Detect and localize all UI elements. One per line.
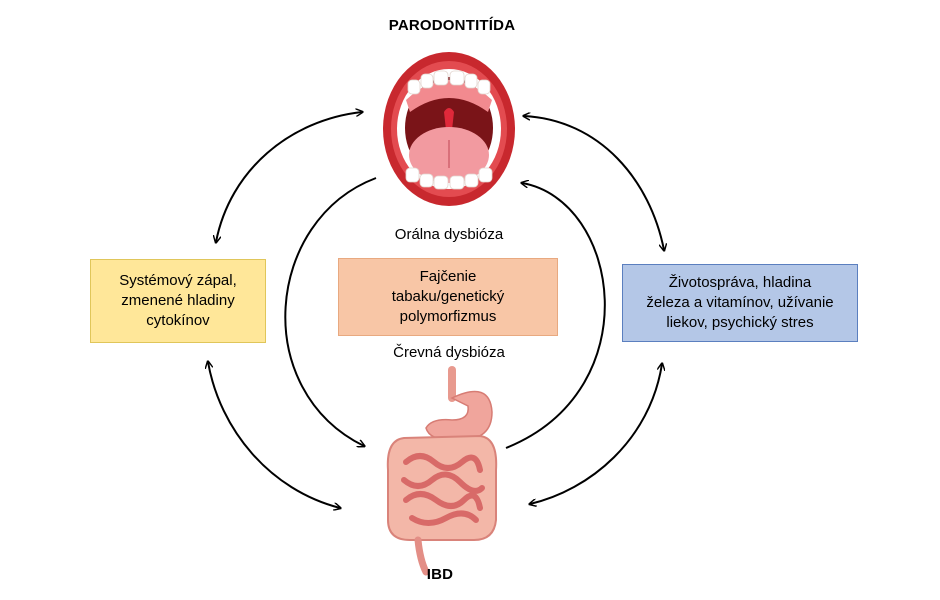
arrow-mouth-lifestyle — [524, 116, 664, 250]
arrow-mouth-systemic-inflammation — [216, 112, 362, 242]
arrow-lifestyle-ibd — [530, 364, 662, 504]
bottom-title: IBD — [426, 566, 454, 583]
lifestyle-factors-box: Životospráva, hladina železa a vitamínov… — [622, 264, 858, 342]
box-line: Životospráva, hladina — [668, 274, 812, 291]
box-line: zmenené hladiny — [121, 292, 235, 309]
box-line: Systémový zápal, — [119, 272, 237, 289]
box-line: cytokínov — [146, 312, 210, 329]
systemic-inflammation-box: Systémový zápal, zmenené hladiny cytokín… — [90, 259, 266, 343]
top-title: PARODONTITÍDA — [388, 17, 516, 34]
box-line: železa a vitamínov, užívanie — [646, 294, 834, 311]
oral-dysbiosis-caption: Orálna dysbióza — [394, 226, 504, 243]
arrow-systemic-inflammation-ibd — [208, 362, 340, 508]
gut-dysbiosis-caption: Črevná dysbióza — [393, 344, 505, 361]
digestive-system-icon — [386, 366, 498, 576]
open-mouth-icon — [383, 52, 515, 206]
box-line: polymorfizmus — [399, 308, 497, 325]
box-line: Fajčenie — [419, 268, 477, 285]
box-line: tabaku/genetický — [391, 288, 505, 305]
box-line: liekov, psychický stres — [666, 314, 814, 331]
smoking-genetics-box: Fajčenie tabaku/genetický polymorfizmus — [338, 258, 558, 336]
